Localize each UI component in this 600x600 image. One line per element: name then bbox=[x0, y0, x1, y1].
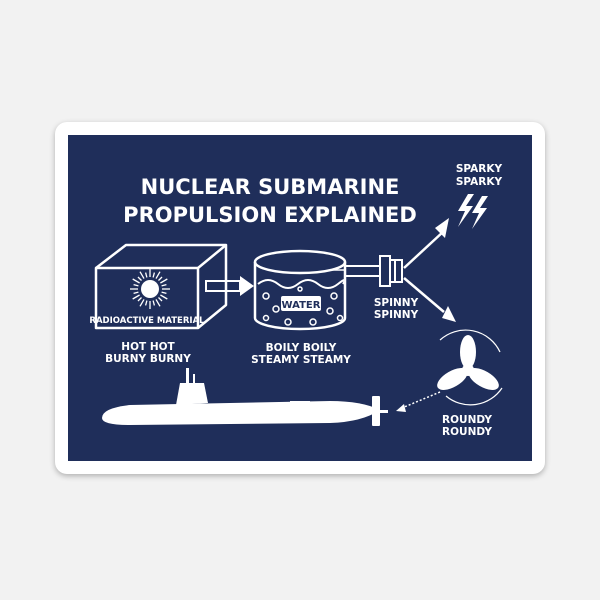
boily-label-2: STEAMY STEAMY bbox=[251, 354, 351, 366]
boily-label-1: BOILY BOILY bbox=[266, 342, 337, 354]
hot-label-1: HOT HOT bbox=[121, 341, 175, 353]
spinny-label-2: SPINNY bbox=[374, 309, 419, 321]
sun-burst-icon bbox=[130, 269, 170, 309]
roundy-label-1: ROUNDY bbox=[442, 414, 492, 426]
sparky-label-1: SPARKY bbox=[456, 163, 503, 175]
box-label: RADIOACTIVE MATERIAL bbox=[89, 316, 205, 326]
turbine bbox=[330, 255, 403, 287]
radioactive-box bbox=[94, 243, 228, 330]
arrow-icon bbox=[403, 218, 456, 322]
title-line-1: NUCLEAR SUBMARINE bbox=[141, 175, 400, 199]
arrow-icon bbox=[205, 276, 254, 296]
water-label: WATER bbox=[282, 300, 321, 311]
submarine-icon bbox=[102, 368, 388, 426]
roundy-label-2: ROUNDY bbox=[442, 426, 492, 438]
arrow-icon bbox=[396, 391, 441, 412]
sparky-label-2: SPARKY bbox=[456, 176, 503, 188]
propeller-icon bbox=[437, 329, 503, 406]
water-tank bbox=[253, 249, 347, 331]
spinny-label-1: SPINNY bbox=[374, 297, 419, 309]
hot-label-2: BURNY BURNY bbox=[105, 353, 191, 365]
title-line-2: PROPULSION EXPLAINED bbox=[123, 203, 417, 227]
lightning-icon bbox=[458, 194, 488, 229]
